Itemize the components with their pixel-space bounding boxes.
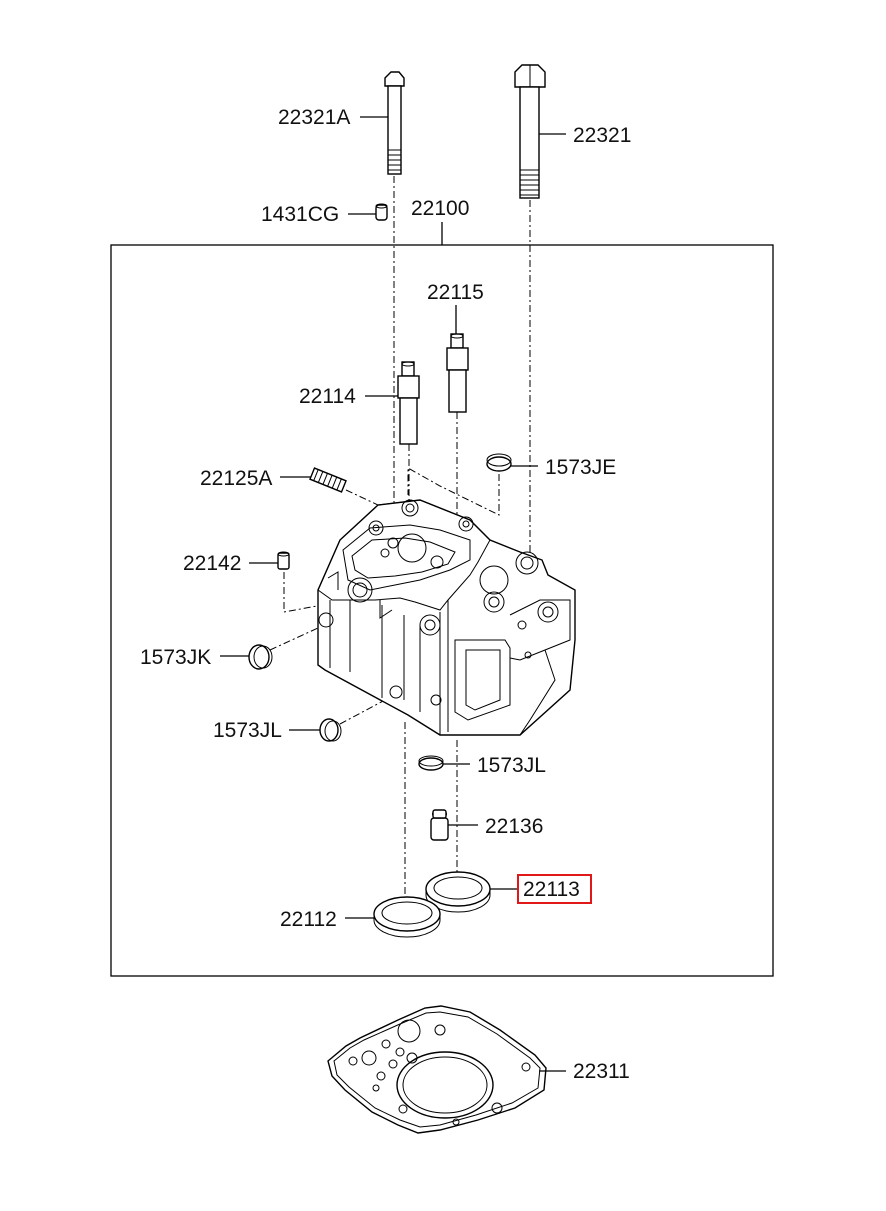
label-22136[interactable]: 22136 bbox=[485, 815, 543, 838]
label-22113[interactable]: 22113 bbox=[523, 878, 580, 901]
label-22125A[interactable]: 22125A bbox=[200, 467, 272, 490]
valve-guide-22114[interactable] bbox=[397, 361, 420, 445]
label-1431CG[interactable]: 1431CG bbox=[261, 203, 339, 226]
bolt-22321[interactable] bbox=[514, 64, 546, 199]
label-1573JK[interactable]: 1573JK bbox=[140, 646, 211, 669]
label-22321A[interactable]: 22321A bbox=[278, 106, 350, 129]
plug-1573JL-lower[interactable] bbox=[418, 755, 444, 771]
label-22115[interactable]: 22115 bbox=[427, 281, 484, 304]
plug-1573JE[interactable] bbox=[486, 453, 512, 472]
highlight-box-22113 bbox=[517, 874, 592, 904]
label-22100[interactable]: 22100 bbox=[411, 197, 469, 220]
valve-guide-22115[interactable] bbox=[446, 333, 469, 413]
plug-1573JK[interactable] bbox=[248, 644, 273, 670]
label-1573JL-left[interactable]: 1573JL bbox=[213, 719, 282, 742]
plug-1573JL-left[interactable] bbox=[319, 718, 342, 742]
label-22114[interactable]: 22114 bbox=[299, 385, 356, 408]
label-22142[interactable]: 22142 bbox=[183, 552, 241, 575]
label-1573JE[interactable]: 1573JE bbox=[545, 456, 616, 479]
label-22321[interactable]: 22321 bbox=[573, 124, 631, 147]
label-22112[interactable]: 22112 bbox=[280, 908, 337, 931]
bolt-22321A[interactable] bbox=[384, 71, 405, 175]
insert-22136[interactable] bbox=[430, 809, 449, 841]
pin-22142[interactable] bbox=[277, 551, 290, 570]
label-22311[interactable]: 22311 bbox=[573, 1060, 630, 1083]
stud-22125A[interactable] bbox=[309, 467, 347, 493]
label-1573JL-lower[interactable]: 1573JL bbox=[477, 754, 546, 777]
valve-seat-22112[interactable] bbox=[373, 896, 441, 938]
cylinder-head[interactable] bbox=[317, 499, 576, 736]
head-gasket-22311[interactable] bbox=[327, 1005, 547, 1134]
dowel-pin-1431CG[interactable] bbox=[375, 203, 388, 221]
